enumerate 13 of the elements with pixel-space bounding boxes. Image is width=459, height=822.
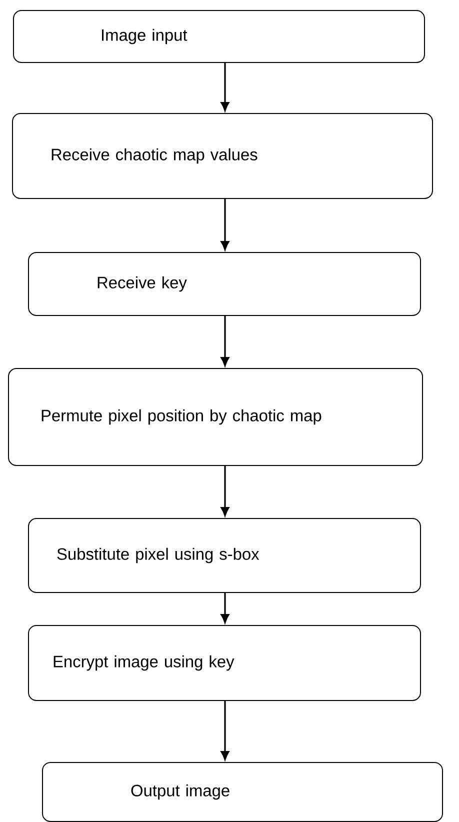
arrow xyxy=(220,701,230,760)
arrow xyxy=(220,316,230,366)
arrow xyxy=(220,466,230,516)
arrow xyxy=(220,199,230,250)
process-box: Encrypt image using key xyxy=(28,625,421,701)
process-box: Output image xyxy=(42,762,443,822)
arrow xyxy=(220,63,230,112)
arrow xyxy=(220,593,230,624)
process-box: Permute pixel position by chaotic map xyxy=(8,368,423,466)
process-box: Image input xyxy=(13,10,425,63)
process-box: Substitute pixel using s-box xyxy=(28,518,421,593)
process-box: Receive key xyxy=(28,252,421,316)
process-box: Receive chaotic map values xyxy=(12,113,433,199)
